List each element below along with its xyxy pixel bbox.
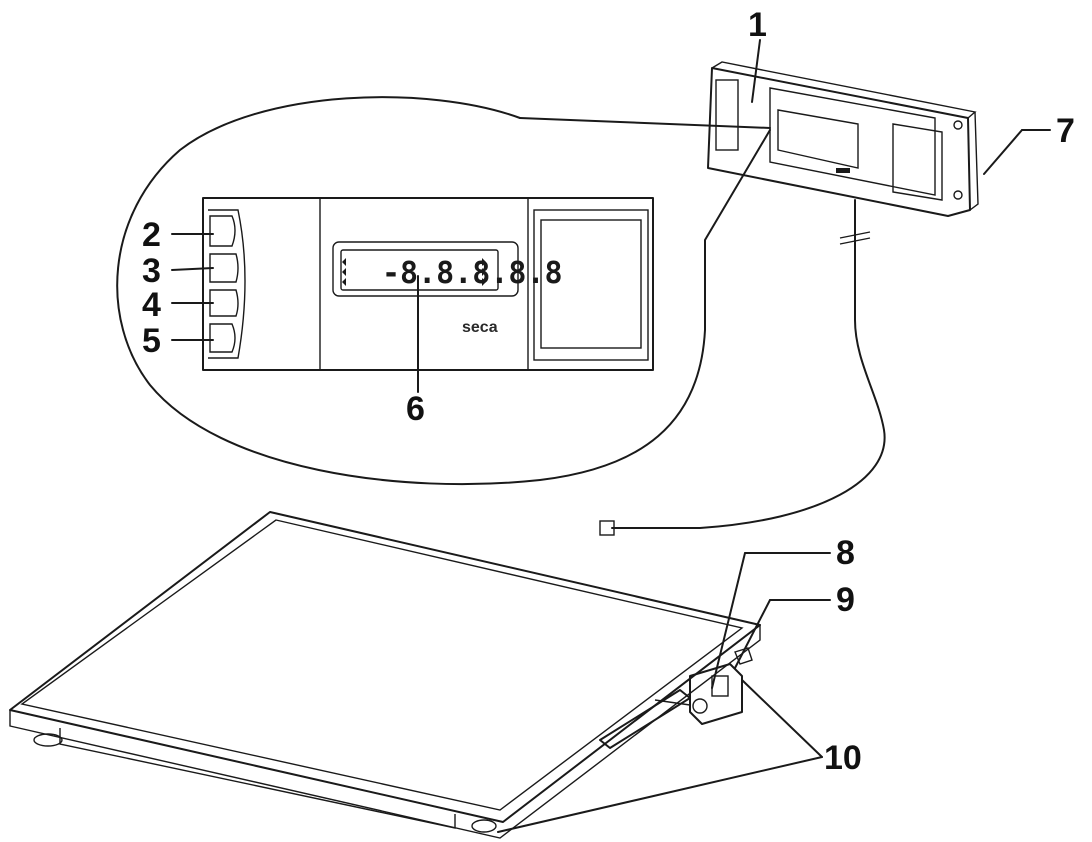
callout-7: 7: [1056, 112, 1075, 150]
cable: [599, 199, 886, 536]
callout-4: 4: [142, 286, 161, 324]
magnified-view: [116, 96, 771, 486]
callout-5: 5: [142, 322, 161, 360]
callout-10: 10: [824, 739, 862, 777]
brand-logo: seca: [462, 319, 498, 336]
callout-2: 2: [142, 216, 161, 254]
callout-6: 6: [406, 390, 425, 428]
display-unit-small: [707, 61, 979, 217]
platform-scale: [9, 511, 761, 839]
callout-9: 9: [836, 581, 855, 619]
leader-lines: [171, 39, 1051, 833]
callout-1: 1: [748, 6, 767, 44]
callout-3: 3: [142, 252, 161, 290]
display-readout: -8.8.8.8.8: [382, 256, 563, 291]
callouts: 1 2 3 4 5 6 7 8 9 10: [142, 6, 1075, 777]
display-panel-enlarged: -8.8.8.8.8 seca: [202, 197, 654, 371]
callout-8: 8: [836, 534, 855, 572]
